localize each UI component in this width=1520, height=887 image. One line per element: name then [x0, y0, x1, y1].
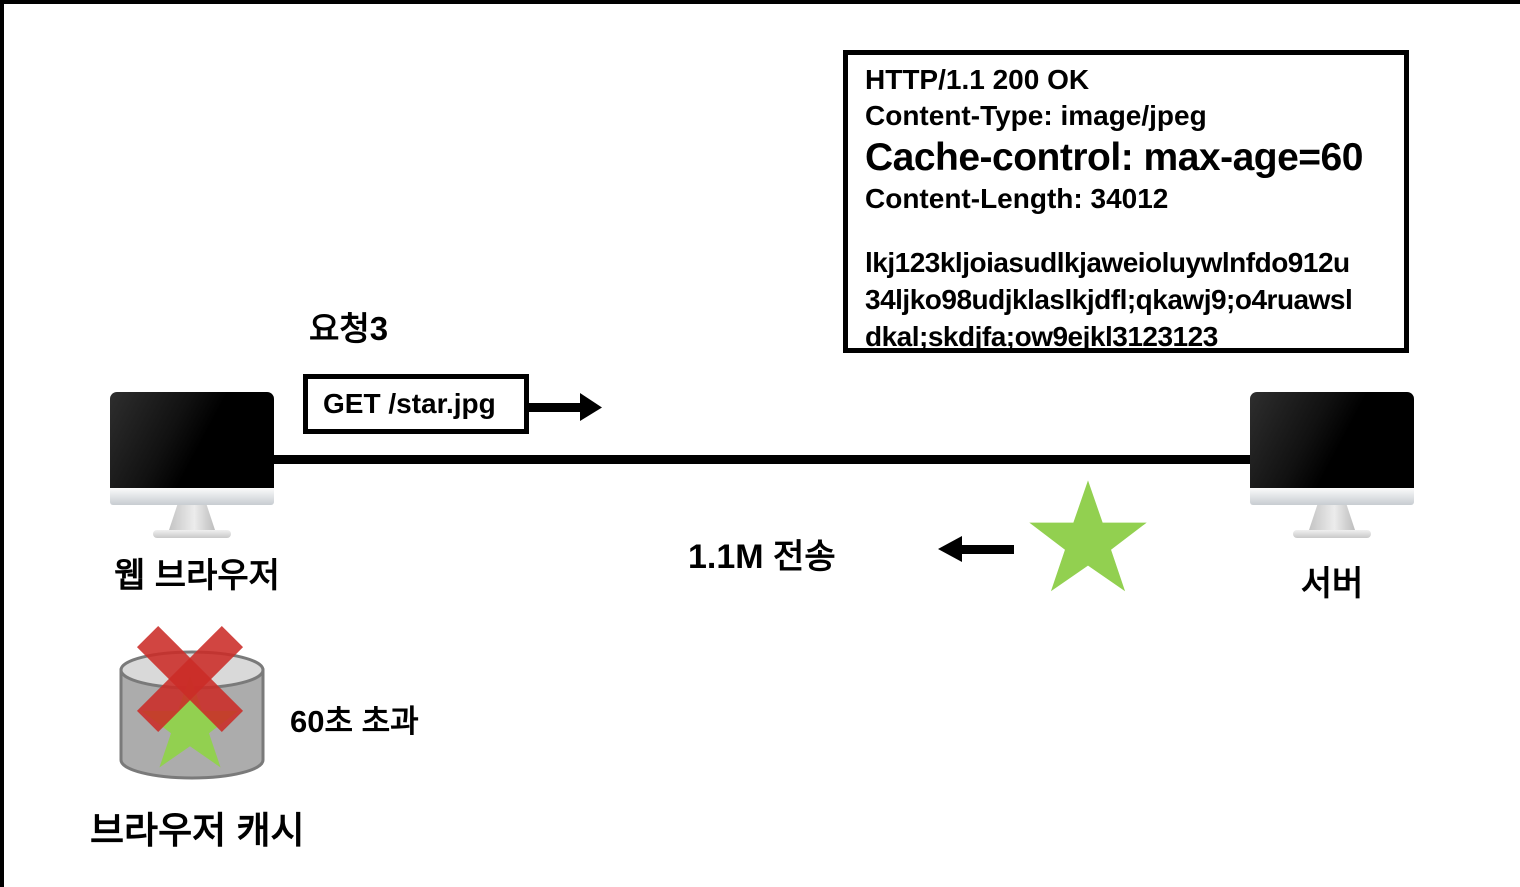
request-label: 요청3 — [309, 310, 389, 347]
monitor-stand — [169, 505, 215, 530]
browser-label: 웹 브라우저 — [114, 557, 280, 595]
http-status-line: HTTP/1.1 200 OK — [865, 64, 1090, 95]
canvas-border-left — [0, 0, 4, 887]
content-type-line: Content-Type: image/jpeg — [865, 100, 1207, 131]
monitor-base — [153, 530, 231, 538]
cache-control-line: Cache-control: max-age=60 — [865, 136, 1363, 179]
cache-expiry-note: 60초 초과 — [290, 704, 419, 739]
get-request-text: GET /star.jpg — [323, 388, 496, 419]
response-body-line: 34ljko98udjklaslkjdfl;qkawj9;o4ruawsl — [865, 284, 1353, 315]
get-request-box: GET /star.jpg — [303, 374, 529, 434]
server-monitor-icon — [1250, 392, 1414, 538]
monitor-screen — [1250, 392, 1414, 488]
http-response-box: HTTP/1.1 200 OK Content-Type: image/jpeg… — [843, 50, 1409, 353]
cache-label: 브라우저 캐시 — [90, 810, 305, 851]
monitor-chin — [110, 488, 274, 505]
canvas-border-top — [0, 0, 1520, 4]
cached-star-icon — [141, 676, 239, 768]
transfer-arrow-left-icon — [938, 536, 1014, 562]
monitor-screen — [110, 392, 274, 488]
network-link-line — [178, 455, 1342, 464]
monitor-stand — [1309, 505, 1355, 530]
monitor-chin — [1250, 488, 1414, 505]
response-body: lkj123kljoiasudlkjaweioluywlnfdo912u 34l… — [865, 244, 1388, 355]
request-arrow-right-icon — [528, 393, 602, 421]
expired-cross-icon — [136, 625, 244, 733]
server-label: 서버 — [1300, 565, 1364, 603]
response-body-line: dkal;skdjfa;ow9ejkl3123123 — [865, 321, 1218, 352]
star-image-icon — [1029, 480, 1147, 592]
response-body-line: lkj123kljoiasudlkjaweioluywlnfdo912u — [865, 247, 1350, 278]
content-length-line: Content-Length: 34012 — [865, 183, 1169, 214]
transfer-size-label: 1.1M 전송 — [688, 538, 836, 576]
browser-monitor-icon — [110, 392, 274, 538]
monitor-base — [1293, 530, 1371, 538]
